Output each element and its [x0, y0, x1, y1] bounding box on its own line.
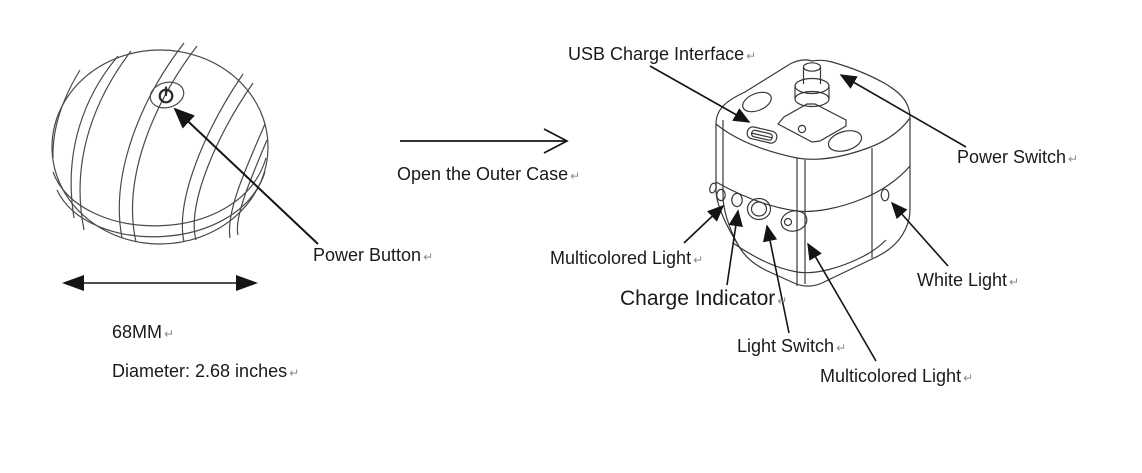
arrow-power-switch	[839, 74, 967, 148]
label-diameter: Diameter: 2.68 inches↵	[112, 361, 300, 381]
line-break-mark: ↵	[746, 49, 757, 63]
arrow-white-light	[890, 201, 949, 267]
line-break-mark: ↵	[1068, 152, 1079, 166]
line-break-mark: ↵	[836, 341, 847, 355]
open-case-arrow	[400, 128, 569, 154]
line-break-mark: ↵	[570, 169, 581, 183]
arrow-power-button	[173, 107, 319, 245]
inner-device-drawing	[709, 59, 911, 287]
label-light-switch: Light Switch↵	[737, 336, 847, 356]
label-usb-charge-interface: USB Charge Interface↵	[568, 44, 757, 64]
arrow-light-switch	[763, 224, 790, 334]
arrow-usb-charge-interface	[649, 65, 751, 123]
arrow-charge-indicator	[726, 209, 743, 286]
callout-arrows	[649, 65, 967, 362]
label-white-light: White Light↵	[917, 270, 1020, 290]
arrow-multicolored-light-left	[683, 204, 725, 244]
arrow-multicolored-light-bottom	[807, 242, 877, 362]
label-charge-indicator: Charge Indicator↵	[620, 287, 788, 310]
label-open-outer-case: Open the Outer Case↵	[397, 164, 581, 184]
label-multicolored-light-bottom: Multicolored Light↵	[820, 366, 974, 386]
power-icon	[158, 86, 174, 104]
line-break-mark: ↵	[289, 366, 300, 380]
line-break-mark: ↵	[164, 327, 175, 341]
line-break-mark: ↵	[423, 250, 434, 264]
diameter-dimension-arrow	[62, 275, 258, 291]
line-break-mark: ↵	[693, 253, 704, 267]
label-multicolored-light-left: Multicolored Light↵	[550, 248, 704, 268]
line-break-mark: ↵	[777, 294, 788, 308]
line-break-mark: ↵	[963, 371, 974, 385]
label-power-button: Power Button↵	[313, 245, 434, 265]
label-68mm: 68MM↵	[112, 322, 175, 342]
outer-ball-drawing	[51, 42, 269, 245]
label-power-switch: Power Switch↵	[957, 147, 1079, 167]
line-break-mark: ↵	[1009, 275, 1020, 289]
